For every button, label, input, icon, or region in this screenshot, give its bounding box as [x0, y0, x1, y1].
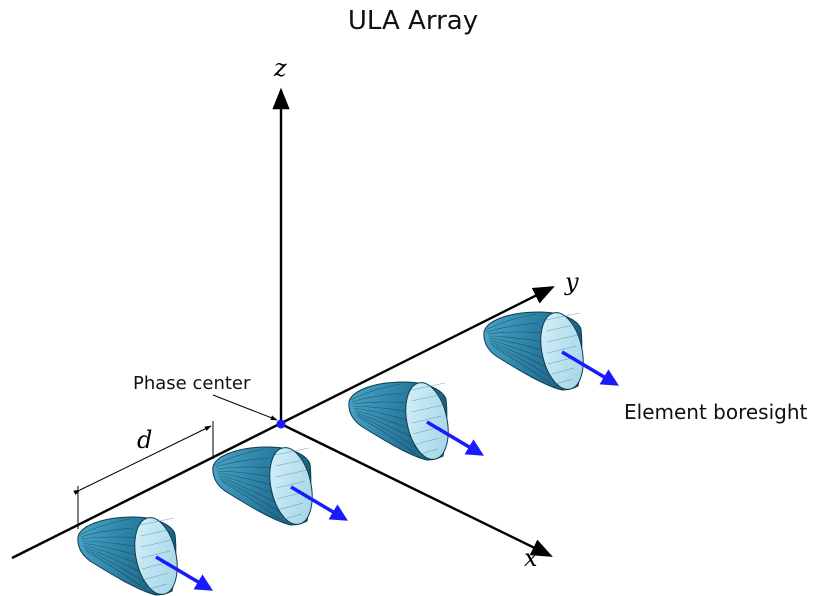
aperture-mesh-line — [277, 502, 304, 511]
aperture-mesh-line — [141, 550, 171, 559]
cone-aperture — [134, 517, 178, 595]
phase-center-pointer — [212, 394, 278, 421]
cone-mesh-line — [485, 313, 537, 331]
cone-mesh-line — [487, 331, 542, 335]
aperture-mesh-line — [142, 572, 169, 581]
cone-mesh-line — [220, 478, 283, 515]
aperture-mesh-line — [275, 458, 308, 467]
cone-mesh-line — [82, 540, 138, 548]
cone-aperture — [269, 447, 313, 525]
boresight-label: Element boresight — [624, 400, 808, 424]
aperture-mesh-line — [411, 404, 443, 413]
cone-aperture — [405, 382, 449, 460]
cone-mesh-line — [350, 383, 402, 401]
cone-mesh-line — [215, 457, 268, 468]
cone-mesh-line — [217, 470, 273, 478]
z-axis-label: z — [273, 54, 287, 82]
cone-mesh-line — [82, 542, 141, 557]
aperture-mesh-line — [274, 447, 310, 456]
aperture-mesh-line — [546, 334, 578, 343]
cone-mesh-line — [85, 548, 148, 585]
cone-mesh-line — [356, 415, 422, 459]
array-elements — [77, 311, 620, 596]
diagram-title: ULA Array — [347, 6, 479, 36]
element-3 — [348, 381, 485, 461]
y-axis-label: y — [564, 268, 579, 296]
cone-aperture — [540, 312, 584, 390]
aperture-mesh-line — [140, 539, 172, 548]
boresight-arrow — [290, 485, 349, 521]
cone-mesh-line — [219, 476, 281, 505]
x-axis-label: x — [524, 544, 538, 572]
cone-mesh-line — [353, 405, 409, 413]
boresight-arrow — [426, 420, 485, 456]
aperture-mesh-line — [411, 393, 444, 402]
spacing-dimension — [73, 425, 212, 495]
cone-mesh-line — [220, 480, 286, 524]
cone-mesh-line — [81, 536, 136, 540]
element-2 — [212, 446, 349, 526]
aperture-mesh-line — [413, 437, 440, 446]
cone-mesh-line — [85, 550, 151, 594]
cone-mesh-line — [488, 337, 547, 352]
cone-mesh-line — [80, 527, 133, 538]
aperture-mesh-line — [276, 480, 306, 489]
cone-mesh-line — [216, 466, 271, 470]
cone-mesh-line — [490, 341, 552, 370]
element-1 — [77, 516, 214, 596]
cone-mesh-line — [355, 411, 417, 440]
cone-mesh-line — [351, 392, 404, 403]
aperture-mesh-line — [412, 415, 442, 424]
aperture-mesh-line — [277, 513, 302, 522]
cone-mesh-line — [356, 413, 419, 450]
aperture-mesh-line — [142, 583, 167, 592]
aperture-mesh-line — [545, 312, 581, 321]
element-4 — [483, 311, 620, 391]
aperture-mesh-line — [139, 517, 175, 526]
boresight-arrow — [155, 555, 214, 591]
cone-mesh-line — [79, 518, 131, 536]
cone-mesh-line — [84, 546, 146, 575]
spacing-label: d — [137, 426, 152, 454]
phase-center-dot — [276, 419, 286, 429]
cone-mesh-line — [353, 407, 412, 422]
cone-mesh-line — [491, 345, 557, 389]
cone-mesh-line — [217, 472, 276, 487]
aperture-mesh-line — [547, 345, 577, 354]
aperture-mesh-line — [140, 528, 173, 537]
aperture-mesh-line — [548, 367, 575, 376]
cone-mesh-line — [488, 335, 544, 343]
cone-mesh-line — [486, 322, 539, 333]
x-axis — [280, 422, 553, 557]
boresight-arrow — [561, 350, 620, 386]
cone-mesh-line — [214, 448, 266, 466]
phase-center-label: Phase center — [133, 373, 251, 394]
aperture-mesh-line — [275, 469, 307, 478]
cone-mesh-line — [491, 343, 554, 380]
cone-mesh-line — [352, 401, 407, 405]
aperture-mesh-line — [546, 323, 579, 332]
aperture-mesh-line — [413, 448, 438, 457]
aperture-mesh-line — [410, 382, 446, 391]
aperture-mesh-line — [548, 378, 573, 387]
